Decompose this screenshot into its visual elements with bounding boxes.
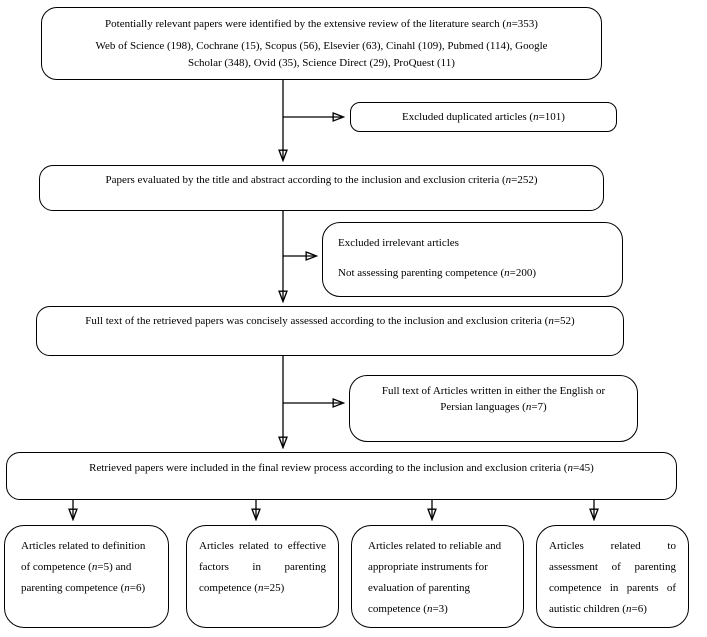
excluded-irrelevant-box: Excluded irrelevant articles Not assessi… [322, 222, 623, 297]
title-abstract-screening-box: Papers evaluated by the title and abstra… [39, 165, 604, 211]
screening-text: Papers evaluated by the title and abstra… [105, 174, 538, 186]
category-effective-factors-text: Articles related to effective factors in… [199, 540, 326, 594]
full-text-assessment-box: Full text of the retrieved papers was co… [36, 306, 624, 356]
category-instruments-text: Articles related to reliable and appropr… [368, 540, 502, 615]
identification-sources: Web of Science (198), Cochrane (15), Sco… [95, 40, 548, 69]
identification-box: Potentially relevant papers were identif… [41, 7, 602, 80]
category-effective-factors-box: Articles related to effective factors in… [186, 525, 339, 628]
excluded-irrelevant-title: Excluded irrelevant articles [338, 237, 459, 249]
category-assessment-text: Articles related to assessment of parent… [549, 540, 676, 615]
category-assessment-box: Articles related to assessment of parent… [536, 525, 689, 628]
full-text-assessment-text: Full text of the retrieved papers was co… [85, 315, 575, 327]
included-papers-box: Retrieved papers were included in the fi… [6, 452, 677, 500]
excluded-irrelevant-detail: Not assessing parenting competence (n=20… [338, 267, 537, 280]
excluded-duplicates-text: Excluded duplicated articles (n=101) [402, 111, 565, 123]
excluded-language-box: Full text of Articles written in either … [349, 375, 638, 442]
identification-text: Potentially relevant papers were identif… [105, 18, 538, 30]
included-papers-text: Retrieved papers were included in the fi… [89, 462, 594, 474]
excluded-language-text: Full text of Articles written in either … [381, 385, 606, 413]
category-definition-text: Articles related to definition of compet… [21, 540, 146, 594]
category-definition-box: Articles related to definition of compet… [4, 525, 169, 628]
excluded-duplicates-box: Excluded duplicated articles (n=101) [350, 102, 617, 132]
category-instruments-box: Articles related to reliable and appropr… [351, 525, 524, 628]
